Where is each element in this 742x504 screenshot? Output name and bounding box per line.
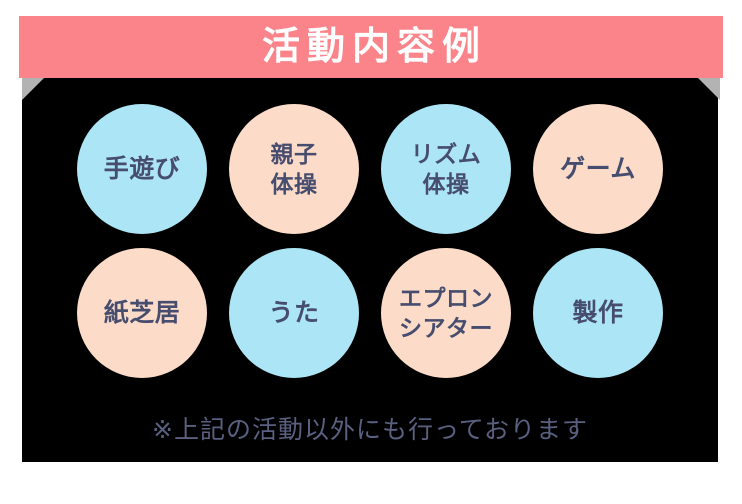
activity-bubble: うた: [229, 248, 359, 378]
page-title: 活動内容例: [261, 26, 487, 68]
bubble-row: 紙芝居 うた エプロンシアター 製作: [22, 248, 718, 378]
activity-bubble: 親子体操: [229, 104, 359, 234]
ribbon-fold-left-icon: [22, 78, 44, 100]
header-ribbon: 活動内容例: [19, 16, 723, 78]
activity-bubble-label: うた: [268, 298, 320, 327]
activity-bubble: リズム体操: [381, 104, 511, 234]
activity-bubble-label: リズム: [410, 140, 482, 167]
activity-bubble-label: シアター: [399, 315, 493, 341]
activity-bubble-label: 製作: [572, 298, 624, 327]
activity-bubble: ゲーム: [533, 104, 663, 234]
activity-bubble-label: 手遊び: [103, 154, 181, 183]
activity-bubble: 手遊び: [77, 104, 207, 234]
activity-bubble-label: 紙芝居: [103, 298, 181, 327]
ribbon-fold-right-icon: [698, 78, 720, 100]
bubble-row: 手遊び親子体操リズム体操ゲーム: [22, 104, 718, 234]
activity-bubble-label: 体操: [270, 171, 318, 197]
activity-bubble-label: 親子: [270, 140, 318, 167]
activity-bubble: 製作: [533, 248, 663, 378]
activity-bubble-grid: 手遊び親子体操リズム体操ゲーム紙芝居うたエプロンシアター製作: [22, 104, 718, 378]
footnote-text: ※上記の活動以外にも行っております: [152, 416, 588, 444]
activity-bubble: エプロンシアター: [381, 248, 511, 378]
activity-bubble: 紙芝居: [77, 248, 207, 378]
activity-bubble-label: ゲーム: [560, 154, 636, 183]
content-panel: [22, 16, 718, 462]
activity-bubble-label: 体操: [422, 171, 470, 197]
activity-bubble-label: エプロン: [399, 284, 493, 311]
